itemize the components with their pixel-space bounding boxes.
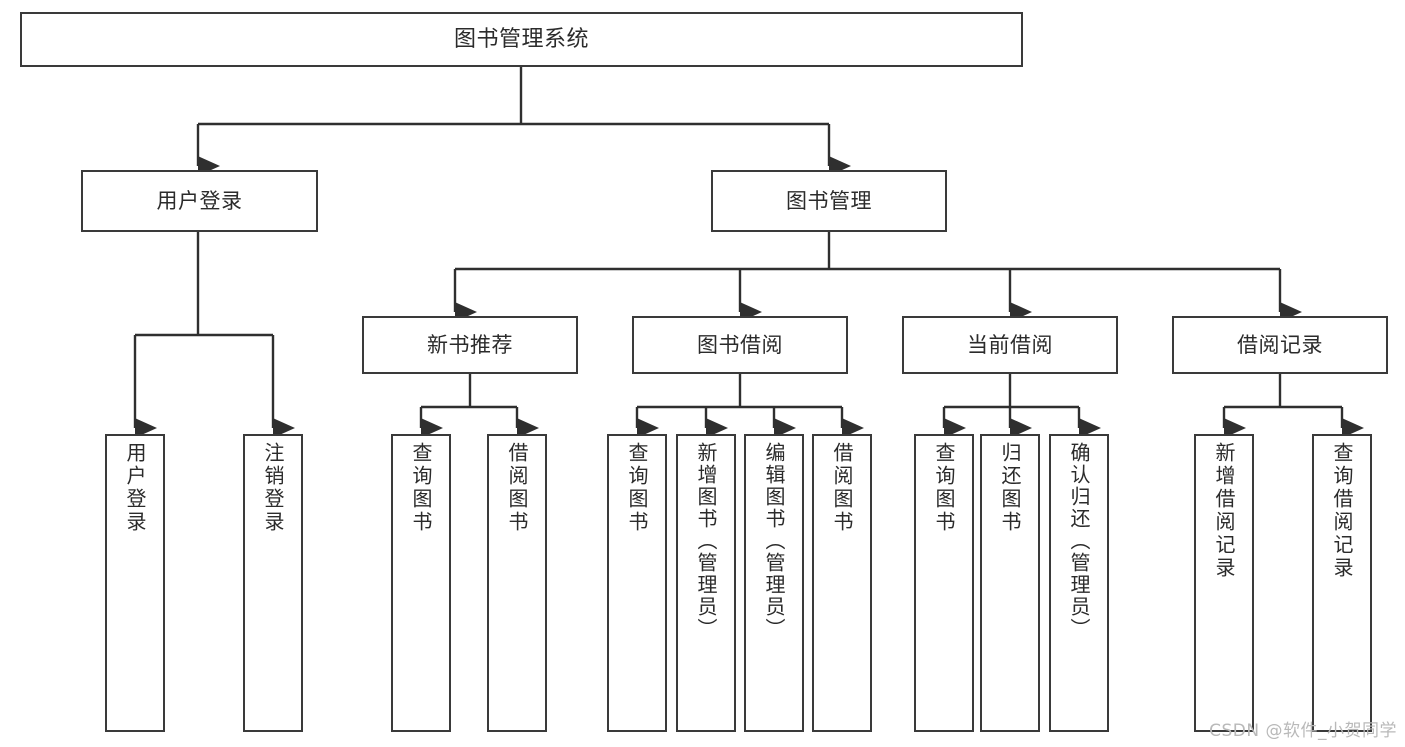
node-book-management[interactable]: 图书管理 (711, 170, 947, 232)
node-label: 注销登录 (261, 442, 285, 534)
leaf-borrow-book[interactable]: 借阅图书 (812, 434, 872, 732)
leaf-add-borrow-record[interactable]: 新增借阅记录 (1194, 434, 1254, 732)
node-current-borrow[interactable]: 当前借阅 (902, 316, 1118, 374)
node-label: 图书借阅 (697, 332, 783, 357)
node-label: 新增图书（管理员） (694, 442, 718, 640)
node-user-login[interactable]: 用户登录 (81, 170, 318, 232)
node-label: 当前借阅 (967, 332, 1053, 357)
leaf-query-book-current[interactable]: 查询图书 (914, 434, 974, 732)
node-label: 图书管理系统 (453, 26, 589, 52)
node-label: 查询图书 (409, 442, 433, 534)
node-label: 用户登录 (123, 442, 147, 534)
node-label: 新书推荐 (427, 332, 513, 357)
leaf-query-book-recommend[interactable]: 查询图书 (391, 434, 451, 732)
node-label: 查询图书 (625, 442, 649, 534)
leaf-query-book-borrow[interactable]: 查询图书 (607, 434, 667, 732)
node-label: 编辑图书（管理员） (762, 442, 786, 640)
node-label: 查询借阅记录 (1330, 442, 1354, 580)
node-book-borrow[interactable]: 图书借阅 (632, 316, 848, 374)
leaf-confirm-return-admin[interactable]: 确认归还（管理员） (1049, 434, 1109, 732)
node-label: 图书管理 (786, 188, 872, 213)
node-label: 查询图书 (932, 442, 956, 534)
node-borrow-record[interactable]: 借阅记录 (1172, 316, 1388, 374)
node-book-management-system[interactable]: 图书管理系统 (20, 12, 1023, 67)
node-new-book-recommend[interactable]: 新书推荐 (362, 316, 578, 374)
leaf-query-borrow-record[interactable]: 查询借阅记录 (1312, 434, 1372, 732)
node-label: 借阅图书 (830, 442, 854, 534)
node-label: 归还图书 (998, 442, 1022, 534)
node-label: 确认归还（管理员） (1067, 442, 1091, 640)
leaf-logout[interactable]: 注销登录 (243, 434, 303, 732)
node-label: 新增借阅记录 (1212, 442, 1236, 580)
leaf-add-book-admin[interactable]: 新增图书（管理员） (676, 434, 736, 732)
leaf-edit-book-admin[interactable]: 编辑图书（管理员） (744, 434, 804, 732)
leaf-user-login[interactable]: 用户登录 (105, 434, 165, 732)
node-label: 借阅图书 (505, 442, 529, 534)
node-label: 用户登录 (156, 188, 243, 213)
leaf-borrow-book-recommend[interactable]: 借阅图书 (487, 434, 547, 732)
node-label: 借阅记录 (1237, 332, 1323, 357)
leaf-return-book[interactable]: 归还图书 (980, 434, 1040, 732)
